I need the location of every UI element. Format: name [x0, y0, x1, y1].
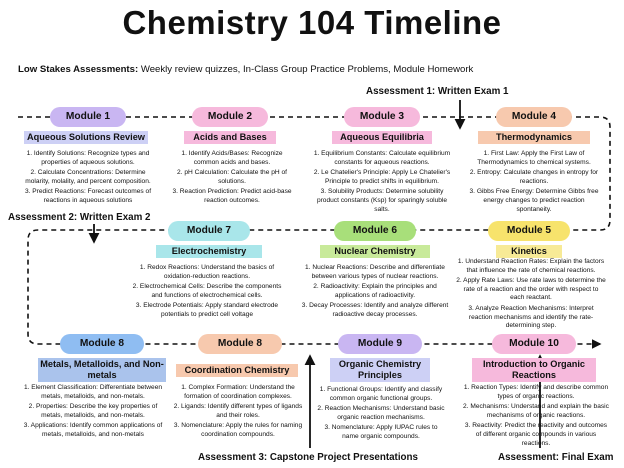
- module-8b-pill: Module 8: [198, 334, 282, 354]
- module-5-pill: Module 5: [488, 221, 570, 241]
- module-8-outcomes: 1. Element Classification: Differentiate…: [18, 384, 168, 442]
- module-7-outcome: 3. Electrode Potentials: Apply standard …: [135, 302, 279, 318]
- module-2-outcomes: 1. Identify Acids/Bases: Recognize commo…: [170, 150, 294, 208]
- module-1-title: Aqueous Solutions Review: [24, 131, 148, 144]
- module-10-outcome: 1. Reaction Types: Identify and describe…: [463, 384, 609, 400]
- module-6-outcome: 3. Decay Processes: Identify and analyze…: [301, 302, 449, 318]
- module-9-outcomes: 1. Functional Groups: Identify and class…: [316, 386, 446, 444]
- module-2-outcome: 2. pH Calculation: Calculate the pH of s…: [177, 169, 287, 185]
- module-1-outcome: 3. Predict Reactions: Forecast outcomes …: [24, 188, 152, 204]
- module-4-outcome: 3. Gibbs Free Energy: Determine Gibbs fr…: [469, 188, 599, 213]
- module-9-outcome: 3. Nomenclature: Apply IUPAC rules to na…: [324, 424, 438, 440]
- module-4-outcomes: 1. First Law: Apply the First Law of The…: [468, 150, 600, 216]
- module-5-outcome: 2. Apply Rate Laws: Use rate laws to det…: [456, 277, 606, 302]
- module-10-outcome: 3. Reactivity: Predict the reactivity an…: [464, 422, 608, 447]
- module-9-title: Organic Chemistry Principles: [330, 358, 430, 382]
- module-4-title: Thermodynamics: [478, 131, 590, 144]
- module-6-title: Nuclear Chemistry: [320, 245, 430, 258]
- module-8b-outcome: 3. Nomenclature: Apply the rules for nam…: [173, 422, 303, 438]
- module-2-title: Acids and Bases: [184, 131, 276, 144]
- module-8-outcome: 1. Element Classification: Differentiate…: [23, 384, 163, 400]
- module-1-outcome: 1. Identify Solutions: Recognize types a…: [26, 150, 150, 166]
- module-8-outcome: 3. Applications: Identify common applica…: [23, 422, 163, 438]
- module-1-outcome: 2. Calculate Concentrations: Determine m…: [25, 169, 151, 185]
- module-7-outcome: 1. Redox Reactions: Understand the basic…: [139, 264, 275, 280]
- assessment-1-label: Assessment 1: Written Exam 1: [366, 86, 509, 97]
- module-3-pill: Module 3: [344, 107, 420, 127]
- module-10-title: Introduction to Organic Reactions: [472, 358, 596, 382]
- module-10-pill: Module 10: [492, 334, 576, 354]
- module-5-outcome: 3. Analyze Reaction Mechanisms: Interpre…: [468, 304, 594, 330]
- module-8b-title: Coordination Chemistry: [176, 364, 298, 377]
- module-9-pill: Module 9: [338, 334, 422, 354]
- module-7-title: Electrochemistry: [156, 245, 262, 258]
- module-2-outcome: 1. Identify Acids/Bases: Recognize commo…: [181, 150, 283, 166]
- module-4-pill: Module 4: [496, 107, 572, 127]
- module-2-pill: Module 2: [192, 107, 268, 127]
- page-title: Chemistry 104 Timeline: [122, 4, 502, 41]
- module-5-outcomes: 1. Understand Reaction Rates: Explain th…: [456, 258, 606, 333]
- module-7-outcomes: 1. Redox Reactions: Understand the basic…: [132, 264, 282, 322]
- low-stakes-text: Weekly review quizzes, In-Class Group Pr…: [138, 64, 474, 75]
- module-3-title: Aqueous Equilibria: [332, 131, 432, 144]
- module-7-outcome: 2. Electrochemical Cells: Describe the c…: [132, 283, 282, 299]
- module-10-outcomes: 1. Reaction Types: Identify and describe…: [462, 384, 610, 450]
- module-8b-outcome: 1. Complex Formation: Understand the for…: [181, 384, 295, 400]
- module-1-pill: Module 1: [50, 107, 126, 127]
- assessment-3-label: Assessment 3: Capstone Project Presentat…: [198, 452, 418, 463]
- final-exam-label: Assessment: Final Exam: [498, 452, 614, 463]
- module-5-title: Kinetics: [496, 245, 562, 258]
- module-9-outcome: 1. Functional Groups: Identify and class…: [319, 386, 443, 402]
- module-6-outcome: 2. Radioactivity: Explain the principles…: [313, 283, 437, 299]
- module-4-outcome: 2. Entropy: Calculate changes in entropy…: [469, 169, 599, 185]
- module-9-outcome: 2. Reaction Mechanisms: Understand basic…: [317, 405, 445, 421]
- module-1-outcomes: 1. Identify Solutions: Recognize types a…: [18, 150, 158, 208]
- module-6-outcomes: 1. Nuclear Reactions: Describe and diffe…: [298, 264, 452, 322]
- module-6-pill: Module 6: [334, 221, 416, 241]
- assessment-2-label: Assessment 2: Written Exam 2: [8, 212, 151, 223]
- module-3-outcome: 3. Solubility Products: Determine solubi…: [316, 188, 448, 213]
- module-8-pill: Module 8: [60, 334, 144, 354]
- module-8b-outcome: 2. Ligands: Identify different types of …: [173, 403, 303, 419]
- module-3-outcomes: 1. Equilibrium Constants: Calculate equi…: [312, 150, 452, 216]
- module-8-title: Metals, Metalloids, and Non-metals: [38, 358, 166, 382]
- module-8b-outcomes: 1. Complex Formation: Understand the for…: [172, 384, 304, 442]
- low-stakes-assessments: Low Stakes Assessments: Weekly review qu…: [18, 64, 473, 75]
- module-7-pill: Module 7: [168, 221, 250, 241]
- module-3-outcome: 2. Le Chatelier's Principle: Apply Le Ch…: [313, 169, 451, 185]
- low-stakes-label: Low Stakes Assessments:: [18, 64, 139, 75]
- module-2-outcome: 3. Reaction Prediction: Predict acid-bas…: [172, 188, 292, 204]
- module-4-outcome: 1. First Law: Apply the First Law of The…: [477, 150, 591, 166]
- module-10-outcome: 2. Mechanisms: Understand and explain th…: [463, 403, 609, 419]
- module-6-outcome: 1. Nuclear Reactions: Describe and diffe…: [305, 264, 445, 280]
- module-3-outcome: 1. Equilibrium Constants: Calculate equi…: [313, 150, 451, 166]
- module-5-outcome: 1. Understand Reaction Rates: Explain th…: [457, 258, 605, 274]
- module-8-outcome: 2. Properties: Describe the key properti…: [28, 403, 158, 419]
